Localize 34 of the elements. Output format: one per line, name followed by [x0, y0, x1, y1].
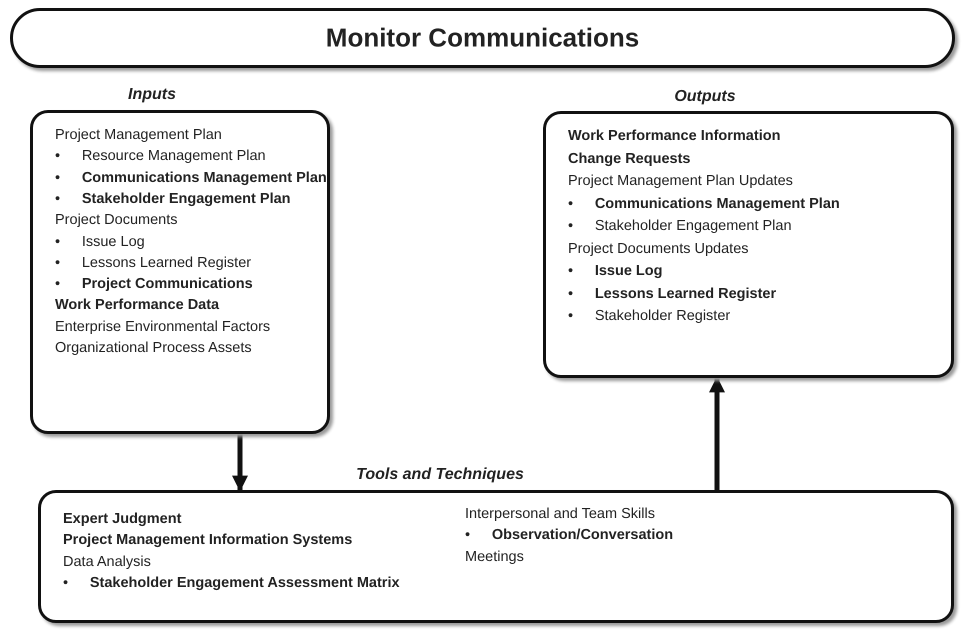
list-item: Work Performance Information [568, 127, 780, 146]
title-band [10, 8, 955, 68]
list-item: Change Requests [568, 150, 690, 168]
list-item: Project Documents [55, 211, 178, 230]
arrow [709, 376, 725, 490]
bullet-item: • Issue Log [55, 232, 145, 252]
bullet-item: • Stakeholder Engagement Plan [568, 217, 792, 236]
list-item: Project Management Plan Updates [568, 172, 793, 191]
bullet-item: • Communications Management Plan [55, 168, 327, 188]
section-heading: Inputs [128, 86, 176, 104]
bullet-item: • Communications Management Plan [568, 194, 840, 214]
section-heading: Outputs [674, 88, 736, 106]
bullet-item: • Lessons Learned Register [568, 284, 776, 304]
list-item: Project Management Information Systems [63, 531, 352, 550]
list-item: Expert Judgment [63, 510, 182, 529]
bullet-item: • Stakeholder Engagement Assessment Matrix [63, 574, 400, 593]
bullet-item: • Observation/Conversation [465, 526, 674, 546]
bullet-item: • Resource Management Plan [55, 147, 266, 166]
list-item: Enterprise Environmental Factors [55, 318, 270, 337]
node-label: Monitor Communications [326, 22, 640, 54]
list-item: Project Management Plan [55, 126, 222, 145]
list-item: Meetings [465, 548, 524, 567]
list-item: Data Analysis [63, 552, 151, 572]
arrow [232, 434, 248, 492]
bullet-item: • Stakeholder Register [568, 307, 730, 326]
bullet-item: • Project Communications [55, 275, 253, 294]
bullet-item: • Stakeholder Engagement Plan [55, 190, 291, 209]
list-item: Interpersonal and Team Skills [465, 505, 655, 524]
list-item: Organizational Process Assets [55, 339, 252, 358]
list-item: Work Performance Data [55, 296, 220, 316]
bullet-item: • Lessons Learned Register [55, 254, 252, 273]
bullet-item: • Issue Log [568, 262, 663, 281]
list-item: Project Documents Updates [568, 240, 749, 258]
section-heading: Tools and Techniques [356, 466, 524, 484]
